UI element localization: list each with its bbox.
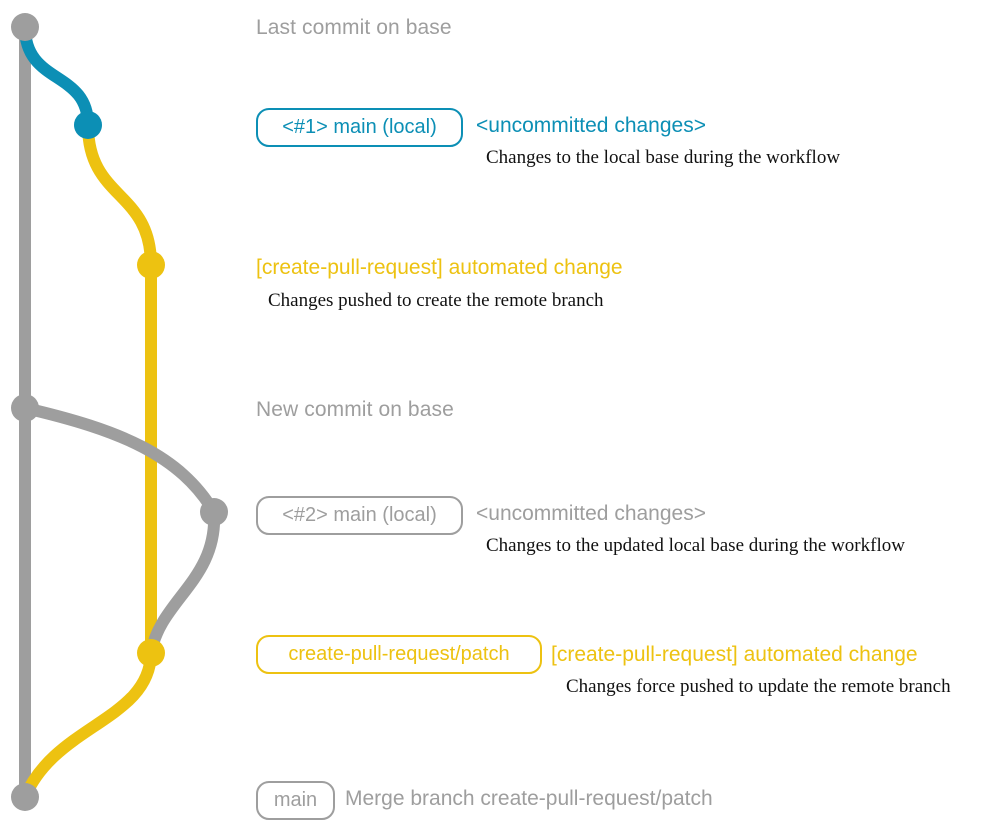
commit-node-base-1[interactable] bbox=[11, 13, 39, 41]
commit-node-patch-2[interactable] bbox=[137, 639, 165, 667]
commit-subject-local-2: <uncommitted changes> bbox=[476, 502, 706, 525]
commit-subject-patch-1: [create-pull-request] automated change bbox=[256, 256, 623, 279]
branch-line-patch-upper bbox=[82, 119, 157, 271]
commit-node-merge-1[interactable] bbox=[11, 783, 39, 811]
commit-subject-patch-2: [create-pull-request] automated change bbox=[551, 643, 918, 666]
commit-node-local-1[interactable] bbox=[74, 111, 102, 139]
branch-line-merge bbox=[19, 647, 157, 803]
commit-note-patch-2: Changes force pushed to update the remot… bbox=[566, 676, 951, 697]
branch-badge-main[interactable]: main bbox=[256, 781, 335, 820]
commit-headline-base-2: New commit on base bbox=[256, 398, 454, 421]
branch-line-local-2-to-patch bbox=[145, 506, 221, 659]
branch-badge-main-local-1[interactable]: <#1> main (local) bbox=[256, 108, 463, 147]
commit-subject-local-1: <uncommitted changes> bbox=[476, 114, 706, 137]
branch-badge-create-pull-request-patch[interactable]: create-pull-request/patch bbox=[256, 635, 542, 674]
commit-node-local-2[interactable] bbox=[200, 498, 228, 526]
commit-node-base-2[interactable] bbox=[11, 394, 39, 422]
branch-line-main-local-1 bbox=[19, 21, 94, 131]
commit-headline-base-1: Last commit on base bbox=[256, 16, 452, 39]
branch-line-main-local-2 bbox=[19, 402, 220, 518]
commit-node-patch-1[interactable] bbox=[137, 251, 165, 279]
branch-badge-main-local-2[interactable]: <#2> main (local) bbox=[256, 496, 463, 535]
commit-note-local-2: Changes to the updated local base during… bbox=[486, 535, 905, 556]
commit-subject-merge-1: Merge branch create-pull-request/patch bbox=[345, 787, 713, 810]
commit-note-patch-1: Changes pushed to create the remote bran… bbox=[268, 290, 604, 311]
commit-note-local-1: Changes to the local base during the wor… bbox=[486, 147, 841, 168]
